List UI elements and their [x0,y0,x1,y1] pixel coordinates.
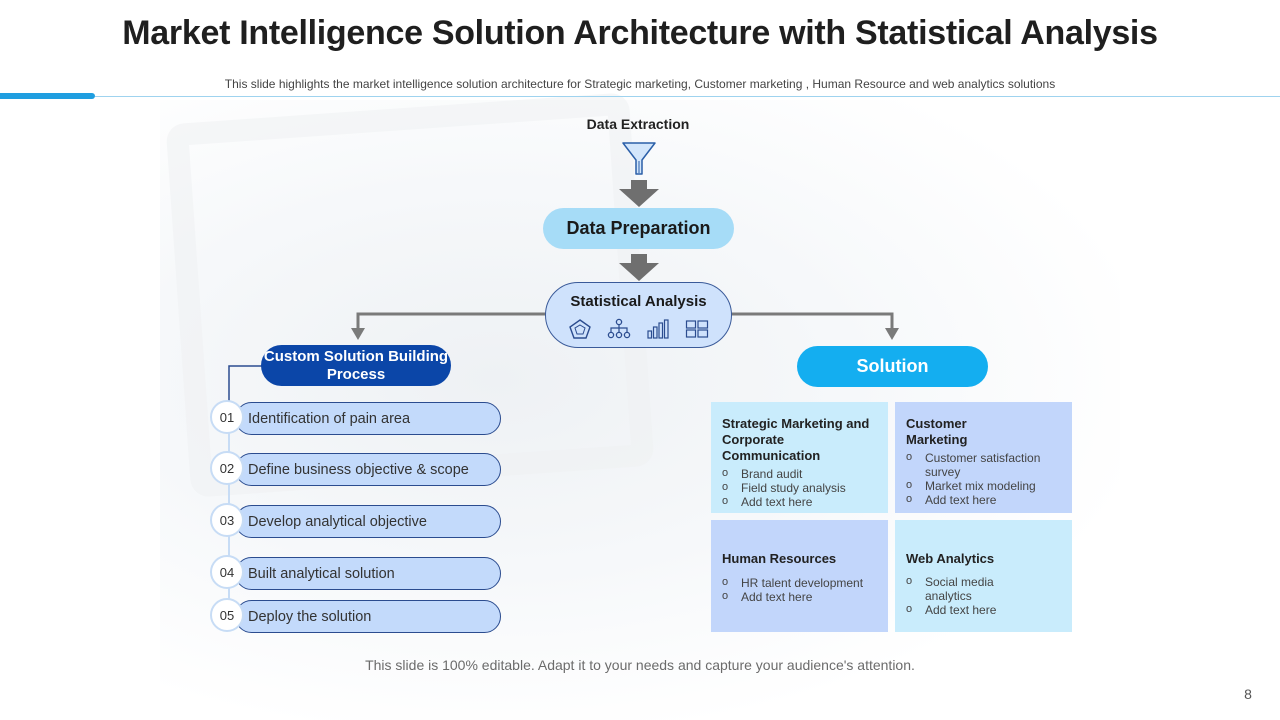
step-label: Identification of pain area [235,402,501,435]
card-list: HR talent development Add text here [722,575,878,604]
bar-chart-icon [647,319,669,339]
connector-left [356,312,547,330]
step-number: 01 [210,400,244,434]
connector-right-arrowhead [885,328,899,340]
card-title: Customer Marketing [906,416,968,447]
process-step: Define business objective & scope 02 [210,451,502,487]
step-label: Built analytical solution [235,557,501,590]
page-number: 8 [1244,686,1252,702]
process-step: Identification of pain area 01 [210,400,502,436]
funnel-icon [622,142,656,175]
process-bracket-line [228,365,262,405]
list-item: Brand audit [722,466,878,481]
card-list: Customer satisfaction survey Market mix … [906,450,1062,507]
list-item: Add text here [722,589,878,604]
solution-card-strategic-marketing: Strategic Marketing and Corporate Commun… [711,402,888,513]
list-item: Customer satisfaction survey [906,450,1062,479]
step-label: Define business objective & scope [235,453,501,486]
card-title: Web Analytics [906,551,995,566]
data-preparation-node: Data Preparation [543,208,734,249]
list-item: Social media analytics [906,574,1021,603]
card-list: Brand audit Field study analysis Add tex… [722,466,878,509]
header-divider [95,96,1280,97]
page-subtitle: This slide highlights the market intelli… [224,77,1056,91]
step-label: Deploy the solution [235,600,501,633]
statistical-analysis-label: Statistical Analysis [570,293,707,310]
card-title: Human Resources [722,551,837,566]
down-arrow-icon [619,180,659,207]
custom-solution-node: Custom Solution Building Process [261,345,451,386]
page-title: Market Intelligence Solution Architectur… [122,14,1158,52]
card-list: Social media analytics Add text here [906,574,1021,617]
connector-left-arrowhead [351,328,365,340]
step-number: 03 [210,503,244,537]
step-number: 05 [210,598,244,632]
process-step: Deploy the solution 05 [210,598,502,634]
down-arrow-icon [619,254,659,281]
process-step: Built analytical solution 04 [210,555,502,591]
footer-note: This slide is 100% editable. Adapt it to… [365,657,915,673]
list-item: Add text here [906,492,1062,507]
process-step: Develop analytical objective 03 [210,503,502,539]
accent-bar [0,93,95,99]
list-item: Market mix modeling [906,478,1062,493]
step-number: 04 [210,555,244,589]
pentagon-radar-icon [569,319,591,339]
list-item: Add text here [906,602,1021,617]
hierarchy-icon [607,318,631,339]
dashboard-icon [685,320,709,338]
solution-card-web-analytics: Web Analytics Social media analytics Add… [895,520,1072,632]
statistical-icons [568,318,709,340]
solution-card-customer-marketing: Customer Marketing Customer satisfaction… [895,402,1072,513]
connector-right [731,312,894,330]
card-title: Strategic Marketing and Corporate Commun… [722,416,870,463]
solution-node: Solution [797,346,988,387]
solution-card-human-resources: Human Resources HR talent development Ad… [711,520,888,632]
data-extraction-label: Data Extraction [586,116,690,132]
list-item: Add text here [722,494,878,509]
list-item: Field study analysis [722,480,878,495]
step-label: Develop analytical objective [235,505,501,538]
step-number: 02 [210,451,244,485]
statistical-analysis-node: Statistical Analysis [545,282,732,348]
list-item: HR talent development [722,575,878,590]
